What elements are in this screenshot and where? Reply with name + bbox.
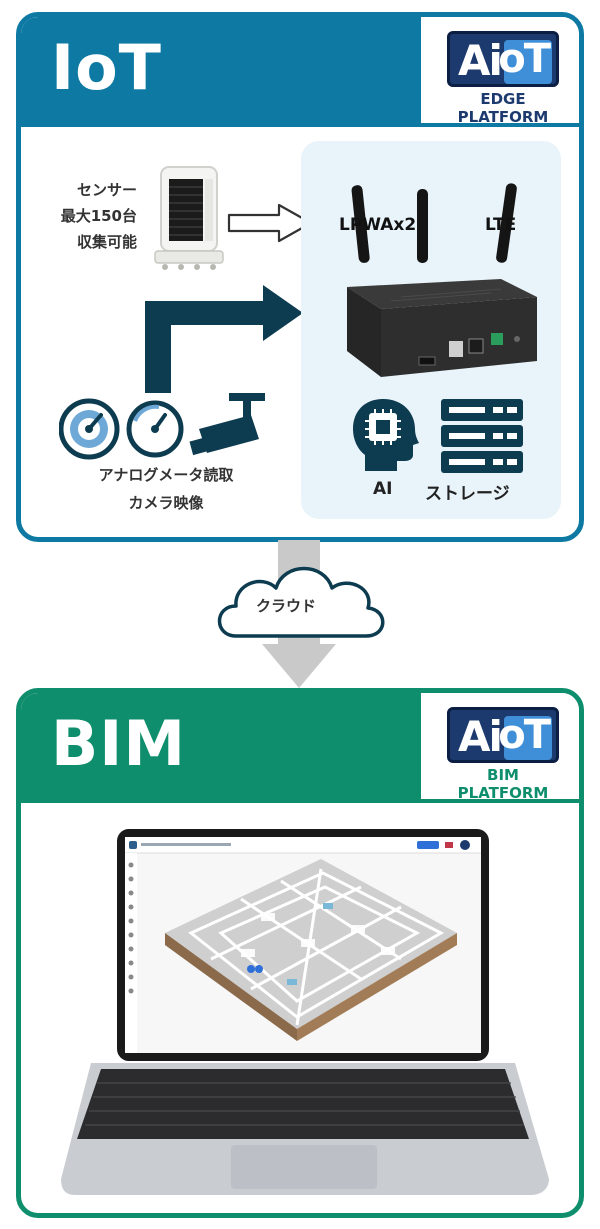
bim-header: BIM [21, 693, 421, 799]
cloud-connector [217, 540, 385, 688]
ai-label: AI [373, 479, 393, 499]
logo-ot-text: oT [498, 36, 551, 82]
header-rule [21, 123, 579, 127]
sensor-line-1: センサー [76, 181, 137, 199]
logo-ai-text: Ai [458, 712, 503, 761]
logo-badge: Ai oT [447, 31, 559, 87]
iot-logo-area: Ai oT EDGE PLATFORM [421, 17, 579, 126]
analog-line-2: カメラ映像 [128, 494, 204, 512]
sensor-line-2: 最大150台 [60, 207, 137, 225]
aiot-bim-logo: Ai oT BIM PLATFORM [441, 707, 565, 802]
logo-ai-text: Ai [458, 36, 503, 85]
bim-panel: BIM Ai oT BIM PLATFORM [16, 688, 584, 1218]
logo-badge: Ai oT [447, 707, 559, 763]
sensor-device-icon [154, 166, 224, 270]
laptop-icon [61, 829, 549, 1195]
down-arrow-icon [262, 644, 336, 688]
header-rule [21, 799, 579, 803]
bim-logo-area: Ai oT BIM PLATFORM [421, 693, 579, 802]
logo-ot-text: oT [498, 712, 551, 758]
aiot-edge-logo: Ai oT EDGE PLATFORM [441, 31, 565, 126]
iot-panel: IoT Ai oT EDGE PLATFORM センサー 最大150台 収集可能 [16, 12, 584, 542]
iot-header: IoT [21, 17, 421, 123]
storage-label: ストレージ [425, 484, 510, 504]
camera-icon [189, 393, 265, 456]
lte-label: LTE [485, 215, 517, 235]
lpwa-label: LPWAx2 [339, 215, 417, 235]
meters-and-camera [59, 393, 265, 460]
iot-title: IoT [51, 31, 162, 104]
edge-gateway-icon [347, 183, 537, 377]
storage-server-icon [441, 399, 523, 473]
bent-arrow-icon [145, 285, 303, 393]
logo-subtitle: EDGE PLATFORM [457, 90, 549, 126]
gauge-icon [59, 398, 120, 460]
bim-title: BIM [51, 707, 187, 780]
analog-line-1: アナログメータ読取 [98, 466, 234, 484]
hollow-arrow-icon [227, 203, 313, 243]
ai-head-icon [353, 399, 419, 471]
analog-meter-description: アナログメータ読取 カメラ映像 [61, 461, 271, 517]
logo-subtitle: BIM PLATFORM [457, 766, 549, 802]
sensor-description: センサー 最大150台 収集可能 [53, 177, 137, 255]
cloud-label: クラウド [256, 597, 317, 615]
logo-ot-bg [504, 40, 552, 84]
gauge-icon [126, 400, 184, 458]
sensor-line-3: 収集可能 [76, 233, 137, 251]
logo-ot-bg [504, 716, 552, 760]
cloud-icon [217, 566, 385, 638]
